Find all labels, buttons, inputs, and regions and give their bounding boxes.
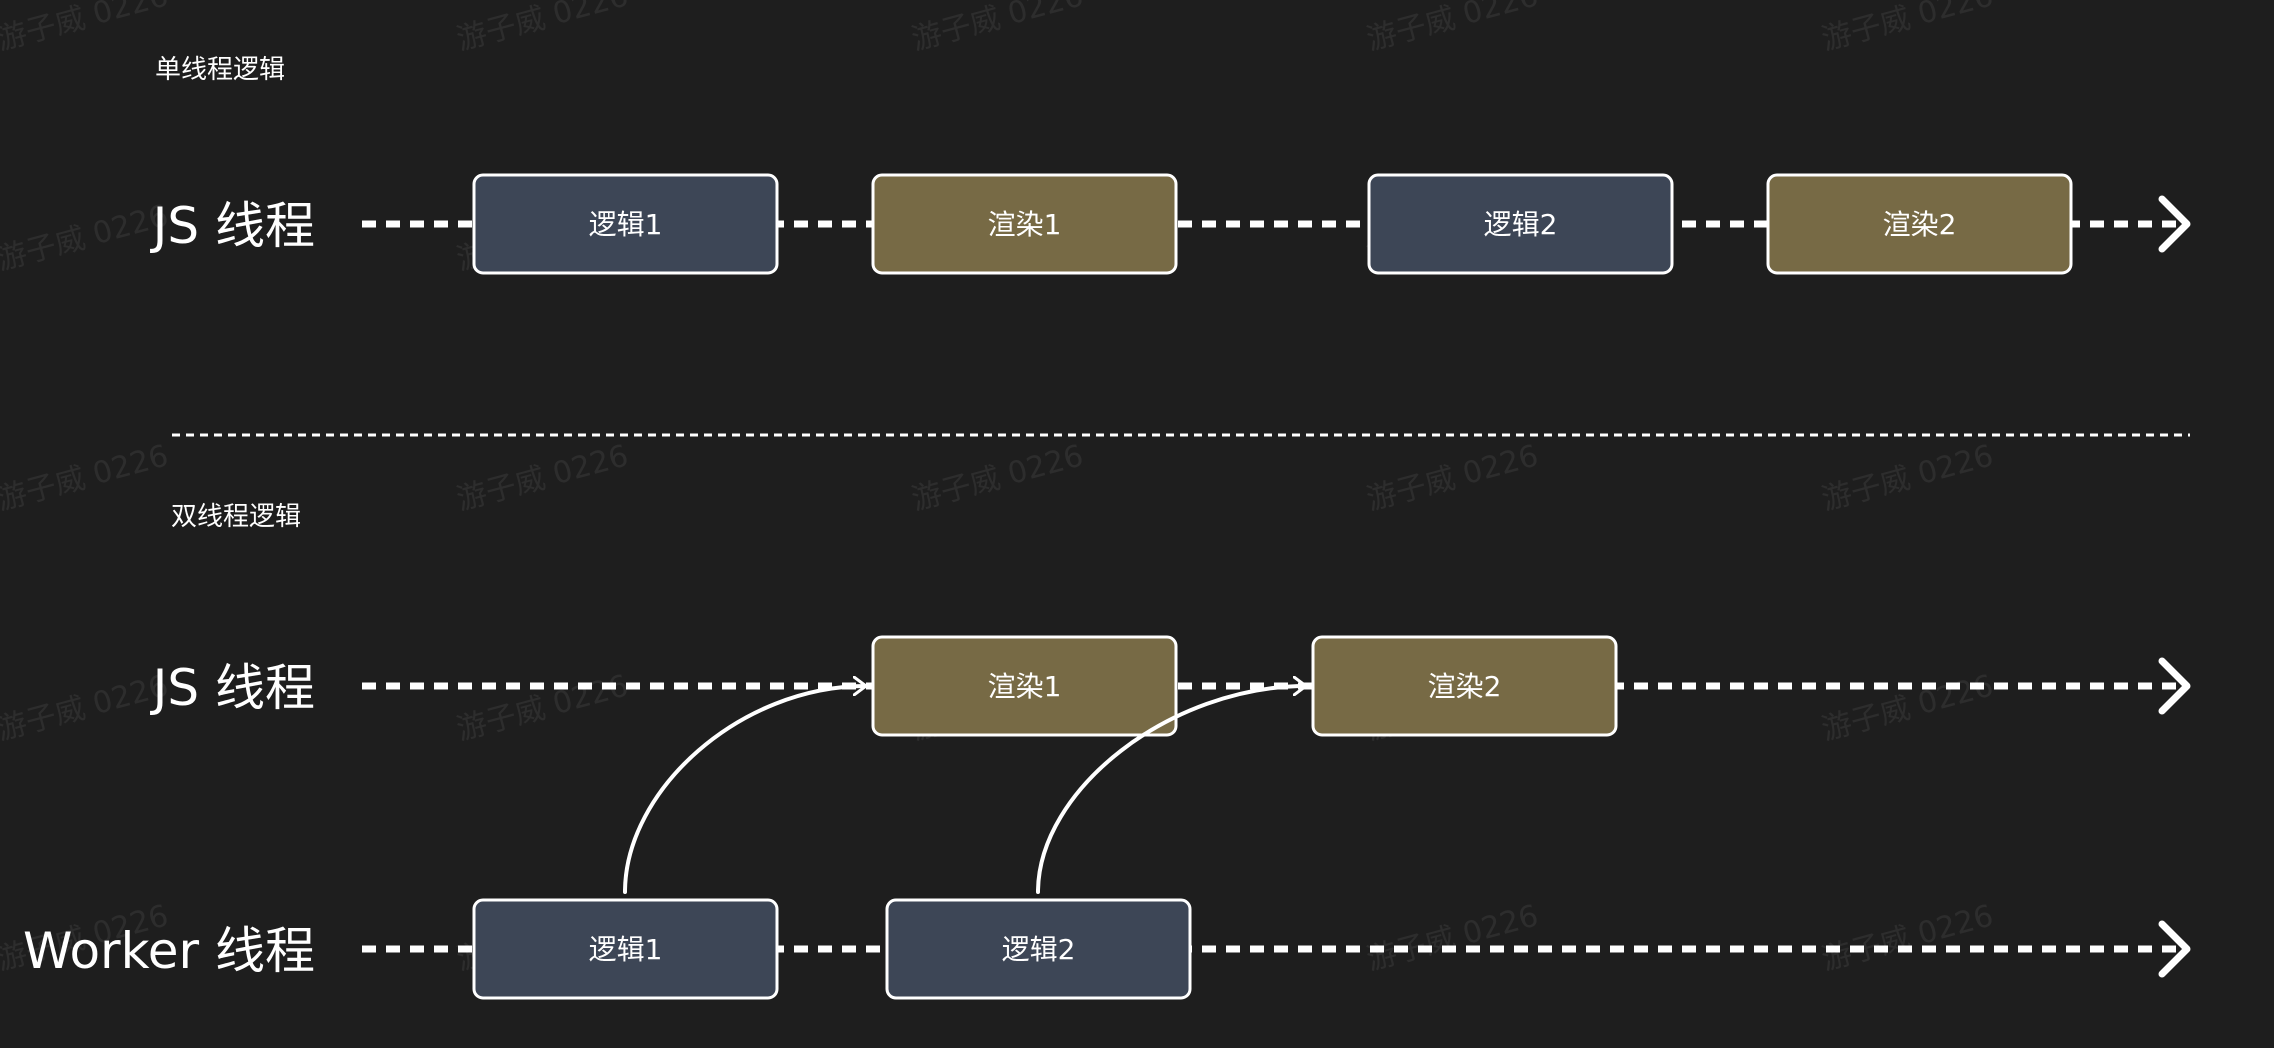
watermark-text: 游子威 0226 [1818, 438, 1997, 517]
single-box-render2-label: 渲染2 [1883, 208, 1957, 241]
single-js-timeline-arrowhead [2158, 195, 2191, 253]
single-box-logic1: 逻辑1 [472, 173, 779, 275]
worker-timeline-arrowhead [2158, 920, 2191, 978]
single-box-logic2: 逻辑2 [1367, 173, 1674, 275]
watermark-text: 游子威 0226 [0, 668, 172, 747]
dual-js-thread-label: JS 线程 [150, 659, 315, 717]
watermark-text: 游子威 0226 [1818, 898, 1997, 977]
watermark-text: 游子威 0226 [1818, 0, 1997, 58]
watermark-text: 游子威 0226 [908, 0, 1087, 58]
single-box-logic2-label: 逻辑2 [1484, 208, 1558, 241]
handoff-arrow-logic1-to-render1 [623, 686, 868, 894]
worker-box-logic2: 逻辑2 [885, 898, 1192, 1000]
worker-box-logic1: 逻辑1 [472, 898, 779, 1000]
dual-box-render1: 渲染1 [871, 635, 1178, 737]
dual-js-timeline-arrowhead [2158, 657, 2191, 715]
watermark-text: 游子威 0226 [453, 438, 632, 517]
single-thread-section: 单线程逻辑 JS 线程 逻辑1 渲染1 逻辑2 渲染2 [150, 55, 2191, 275]
worker-box-logic2-label: 逻辑2 [1002, 933, 1076, 966]
watermark-text: 游子威 0226 [453, 0, 632, 58]
watermark-text: 游子威 0226 [1363, 898, 1542, 977]
watermark-text: 游子威 0226 [1363, 438, 1542, 517]
dual-thread-title: 双线程逻辑 [171, 502, 301, 532]
watermark-text: 游子威 0226 [0, 198, 172, 277]
single-thread-title: 单线程逻辑 [155, 55, 285, 85]
dual-thread-section: 双线程逻辑 JS 线程 Worker 线程 渲染1 渲染2 逻辑1 逻辑2 [23, 502, 2191, 1000]
watermark-text: 游子威 0226 [908, 438, 1087, 517]
dual-box-render1-label: 渲染1 [988, 670, 1062, 703]
single-box-render1: 渲染1 [871, 173, 1178, 275]
dual-box-render2: 渲染2 [1311, 635, 1618, 737]
handoff-arrow-logic2-to-render2 [1036, 686, 1308, 894]
single-js-thread-label: JS 线程 [150, 197, 315, 255]
watermark-text: 游子威 0226 [0, 438, 172, 517]
worker-thread-label: Worker 线程 [23, 922, 315, 980]
worker-box-logic1-label: 逻辑1 [589, 933, 663, 966]
watermark-layer: 游子威 0226 游子威 0226 游子威 0226 游子威 0226 游子威 0226… [0, 0, 1997, 978]
single-box-render2: 渲染2 [1766, 173, 2073, 275]
single-box-logic1-label: 逻辑1 [589, 208, 663, 241]
watermark-text: 游子威 0226 [453, 668, 632, 747]
dual-box-render2-label: 渲染2 [1428, 670, 1502, 703]
watermark-text: 游子威 0226 [1818, 668, 1997, 747]
watermark-text: 游子威 0226 [0, 0, 172, 58]
watermark-text: 游子威 0226 [1363, 0, 1542, 58]
single-box-render1-label: 渲染1 [988, 208, 1062, 241]
